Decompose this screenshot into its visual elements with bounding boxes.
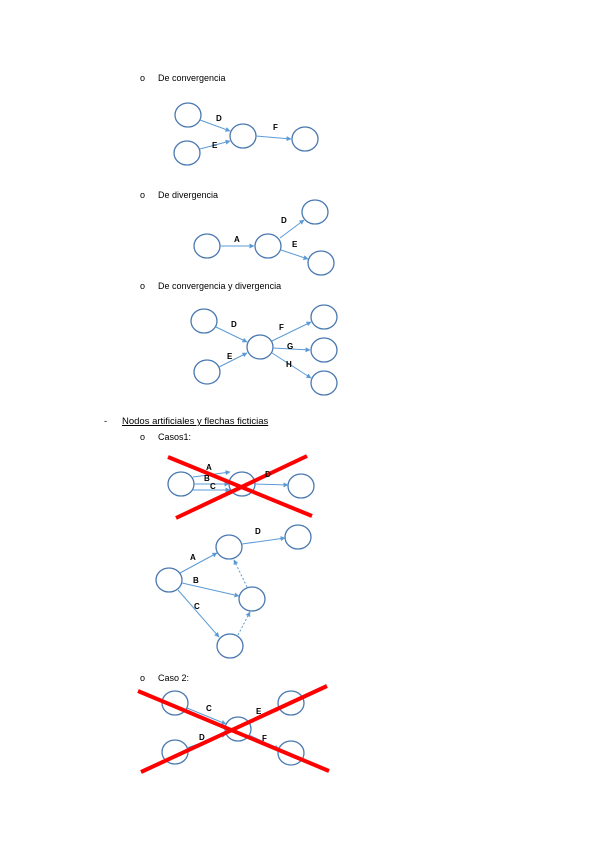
node <box>193 359 221 385</box>
node <box>310 337 338 363</box>
bullet-conv-div: o De convergencia y divergencia <box>140 280 281 292</box>
cross-line <box>175 454 308 520</box>
arrow-label: C <box>194 602 200 611</box>
arrow <box>271 352 312 379</box>
node <box>167 471 195 497</box>
bullet-marker: o <box>140 673 146 683</box>
node <box>155 567 183 593</box>
node <box>310 304 338 330</box>
arrow-label: F <box>273 123 278 132</box>
section-label-divergence: De divergencia <box>158 190 219 200</box>
arrow-label: E <box>212 141 218 150</box>
arrow <box>272 347 311 353</box>
node <box>215 534 243 560</box>
arrow-label: G <box>287 342 293 351</box>
arrow-label: D <box>231 320 237 329</box>
arrow-label: F <box>262 734 267 743</box>
arrow-label: H <box>286 360 292 369</box>
node <box>287 473 315 499</box>
node <box>174 102 202 128</box>
node <box>301 199 329 225</box>
bullet-case1: o Casos1: <box>140 431 191 443</box>
arrow-label: D <box>255 527 261 536</box>
arrow <box>241 536 286 545</box>
bullet-divergence: o De divergencia <box>140 189 218 201</box>
arrow <box>199 139 231 150</box>
section-label-case2: Caso 2: <box>158 673 190 683</box>
arrow-label: D <box>216 114 222 123</box>
section-title-artificial: Nodos artificiales y flechas ficticias <box>122 416 269 427</box>
arrow-label: D <box>265 470 271 479</box>
dummy-arrow <box>237 611 251 636</box>
arrow <box>218 352 248 368</box>
section-label-convergence: De convergencia <box>158 73 226 83</box>
node <box>238 586 266 612</box>
arrow <box>181 582 240 598</box>
node <box>310 370 338 396</box>
arrow-label: C <box>206 704 212 713</box>
arrow <box>254 482 289 488</box>
arrow-label: A <box>190 553 196 562</box>
arrow-label: D <box>281 216 287 225</box>
arrow-label: E <box>292 240 298 249</box>
cross-line <box>140 684 328 774</box>
bullet-convergence: o De convergencia <box>140 72 226 84</box>
heading-artificial: - Nodos artificiales y flechas ficticias <box>104 416 268 428</box>
arrow-label: A <box>206 463 212 472</box>
arrow-label: F <box>279 323 284 332</box>
arrow <box>279 219 305 239</box>
arrow <box>186 707 227 725</box>
arrow-label: B <box>193 576 199 585</box>
arrow <box>179 552 218 574</box>
node <box>173 140 201 166</box>
bullet-marker: o <box>140 190 146 200</box>
bullet-case2: o Caso 2: <box>140 672 189 684</box>
node <box>284 524 312 550</box>
arrow-label: E <box>256 707 262 716</box>
arrow-label: E <box>227 352 233 361</box>
arrow <box>255 135 292 142</box>
section-label-case1: Casos1: <box>158 432 192 442</box>
node <box>216 633 244 659</box>
node <box>193 233 221 259</box>
arrow <box>271 321 312 342</box>
node <box>229 123 257 149</box>
arrow-label: B <box>204 474 210 483</box>
arrow-label: D <box>199 733 205 742</box>
bullet-marker: o <box>140 281 146 291</box>
arrow <box>215 326 248 343</box>
section-label-conv-div: De convergencia y divergencia <box>158 281 282 291</box>
node <box>291 126 319 152</box>
bullet-marker: o <box>140 73 146 83</box>
arrow-label: C <box>210 482 216 491</box>
node <box>307 250 335 276</box>
bullet-marker: o <box>140 432 146 442</box>
arrow <box>177 589 220 638</box>
node <box>190 308 218 334</box>
heading-marker: - <box>104 416 108 427</box>
arrow-label: A <box>234 235 240 244</box>
node <box>254 233 282 259</box>
arrow <box>280 249 309 260</box>
arrow <box>199 119 231 132</box>
node <box>246 334 274 360</box>
dummy-arrow <box>233 559 248 588</box>
